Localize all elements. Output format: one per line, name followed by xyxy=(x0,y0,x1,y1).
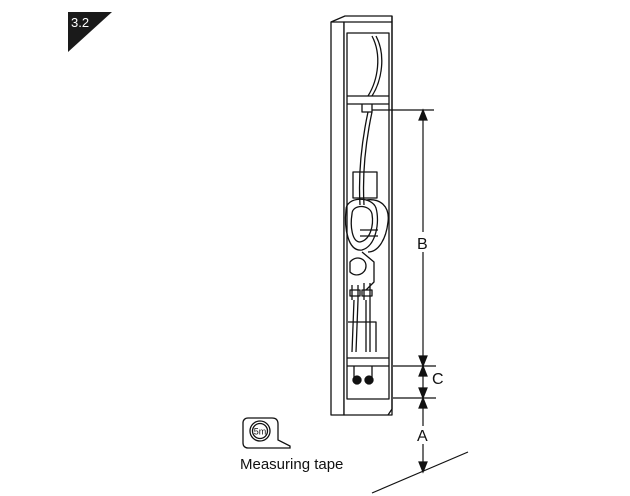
hose-top-outer xyxy=(371,35,383,97)
diverter-knob xyxy=(349,257,367,276)
lower-bracket xyxy=(348,321,377,352)
holder-loop-inner xyxy=(350,205,374,243)
dim-a-label: A xyxy=(417,428,428,445)
connector-nut-right xyxy=(361,289,373,297)
connector-right xyxy=(363,283,371,300)
panel-top-edge xyxy=(330,15,393,23)
tape-size-label: 5m xyxy=(254,427,267,437)
dim-b-arrow-bottom xyxy=(418,355,428,368)
floor-line xyxy=(371,451,469,494)
bottom-pipes xyxy=(353,366,373,378)
dim-c-label: C xyxy=(432,371,444,388)
step-number: 3.2 xyxy=(71,15,89,30)
dim-c-arrow-bottom xyxy=(418,387,428,400)
inlet-cold xyxy=(352,375,362,385)
panel-side-edge xyxy=(330,21,345,416)
hose-down-right xyxy=(365,300,371,352)
riser-pipe-left xyxy=(358,111,369,206)
step-badge-triangle xyxy=(68,12,112,52)
tape-body xyxy=(242,417,291,449)
tape-dial-inner xyxy=(251,422,269,440)
measuring-tape-caption: Measuring tape xyxy=(240,456,343,473)
dim-a-arrow-bottom xyxy=(418,461,428,474)
hose-top xyxy=(367,35,379,97)
measuring-tape-icon xyxy=(242,417,291,449)
dim-c-arrow-top xyxy=(418,364,428,377)
hose-down-left xyxy=(351,299,359,353)
dim-b-label: B xyxy=(417,236,428,253)
panel-right-edge xyxy=(387,16,393,416)
riser-pipe-right xyxy=(362,111,373,206)
shower-panel xyxy=(330,15,393,416)
dimension-lines xyxy=(372,108,436,474)
panel-recess xyxy=(346,32,390,400)
inlet-hot xyxy=(364,375,374,385)
upper-bracket xyxy=(361,104,373,113)
step-badge: 3.2 xyxy=(68,12,112,52)
tape-dial-outer xyxy=(249,420,271,442)
holder-loop-outer xyxy=(344,198,379,251)
dim-b-arrow-top xyxy=(418,108,428,121)
hose-loop xyxy=(365,199,389,253)
connector-nut-left xyxy=(349,289,361,297)
holder-bar xyxy=(360,229,378,237)
connector-left xyxy=(351,285,359,300)
dim-a-arrow-top xyxy=(418,396,428,409)
mid-compartment xyxy=(352,171,378,199)
